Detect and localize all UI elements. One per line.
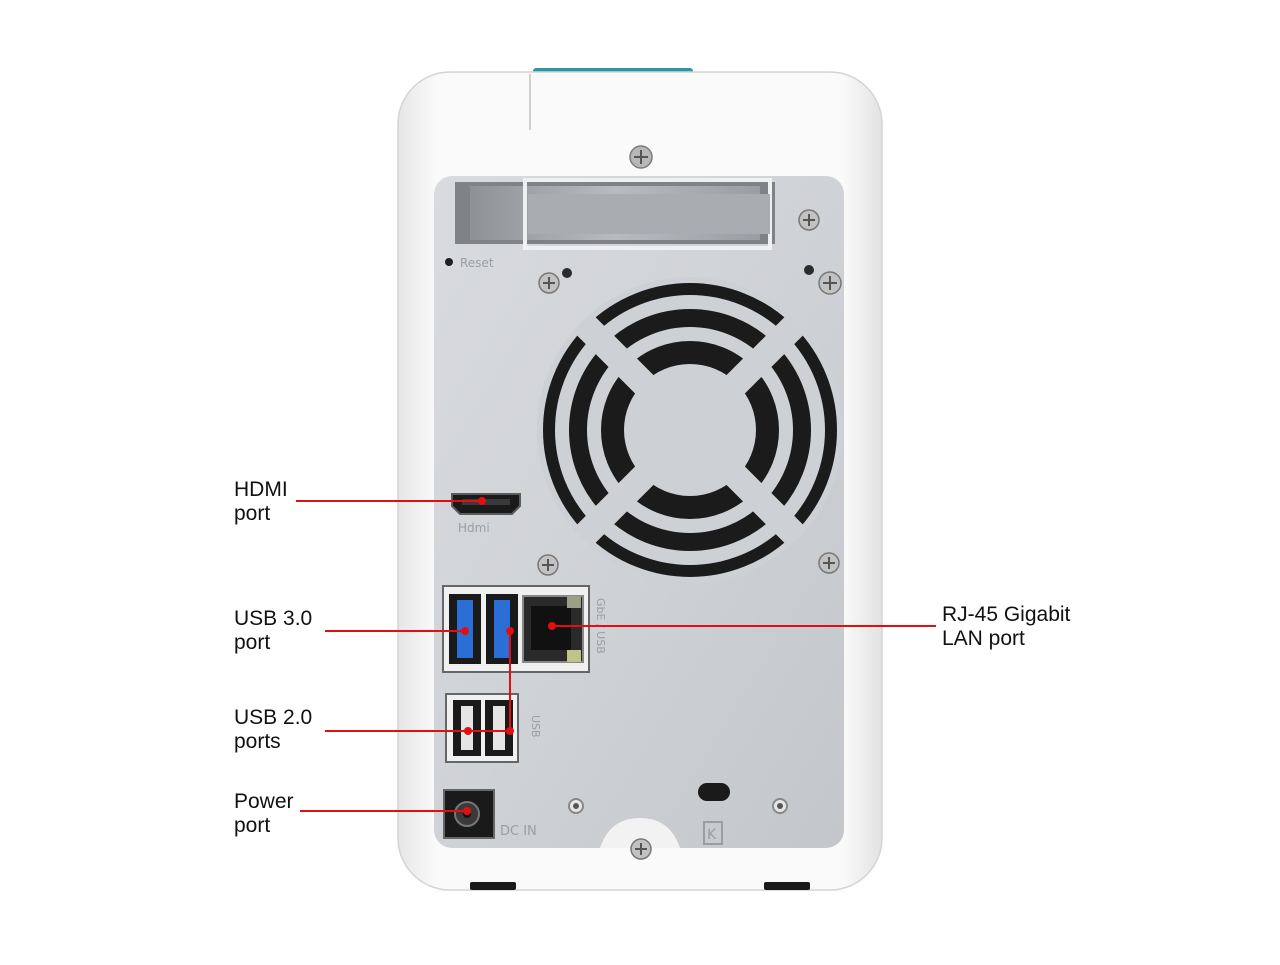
rj45-callout-label: RJ-45 Gigabit LAN port bbox=[942, 603, 1070, 651]
power-callout-label: Power port bbox=[234, 790, 294, 838]
callout-lines bbox=[296, 500, 936, 812]
reset-button[interactable] bbox=[445, 258, 453, 266]
usb2-callout-label: USB 2.0 ports bbox=[234, 706, 312, 754]
screw bbox=[798, 209, 820, 231]
dc-in-silk-label: DC IN bbox=[500, 824, 537, 839]
usb2-ports[interactable] bbox=[445, 693, 519, 763]
hdmi-callout-label: HDMI port bbox=[234, 478, 288, 526]
hdmi-silk-label: Hdmi bbox=[458, 521, 490, 535]
usb-silk-label: USB bbox=[529, 715, 542, 738]
screw bbox=[629, 145, 653, 169]
reset-silk-label: Reset bbox=[460, 256, 494, 270]
fan-grille bbox=[537, 277, 843, 583]
usb3-callout-line2: port bbox=[234, 631, 271, 654]
screw bbox=[537, 554, 559, 576]
usb2-callout-line2: ports bbox=[234, 730, 281, 753]
rj45-callout-line1: RJ-45 Gigabit bbox=[942, 603, 1071, 626]
screw bbox=[538, 272, 560, 294]
hdmi-port[interactable] bbox=[451, 493, 521, 515]
lock-silk-label: K bbox=[707, 827, 717, 843]
rj45-callout-line2: LAN port bbox=[942, 627, 1025, 650]
power-port[interactable] bbox=[443, 789, 495, 839]
hdmi-callout-line1: HDMI bbox=[234, 478, 288, 501]
power-callout-line1: Power bbox=[234, 790, 294, 813]
screw bbox=[818, 271, 842, 295]
usb3-callout-line1: USB 3.0 bbox=[234, 607, 313, 630]
usb2-callout-line1: USB 2.0 bbox=[234, 706, 313, 729]
callout-dots bbox=[461, 497, 556, 815]
usb3-callout-label: USB 3.0 port bbox=[234, 607, 312, 655]
lock-slot[interactable] bbox=[698, 783, 730, 801]
screw bbox=[818, 552, 840, 574]
screw bbox=[630, 838, 652, 860]
hdmi-callout-line2: port bbox=[234, 502, 271, 525]
power-callout-line2: port bbox=[234, 814, 271, 837]
